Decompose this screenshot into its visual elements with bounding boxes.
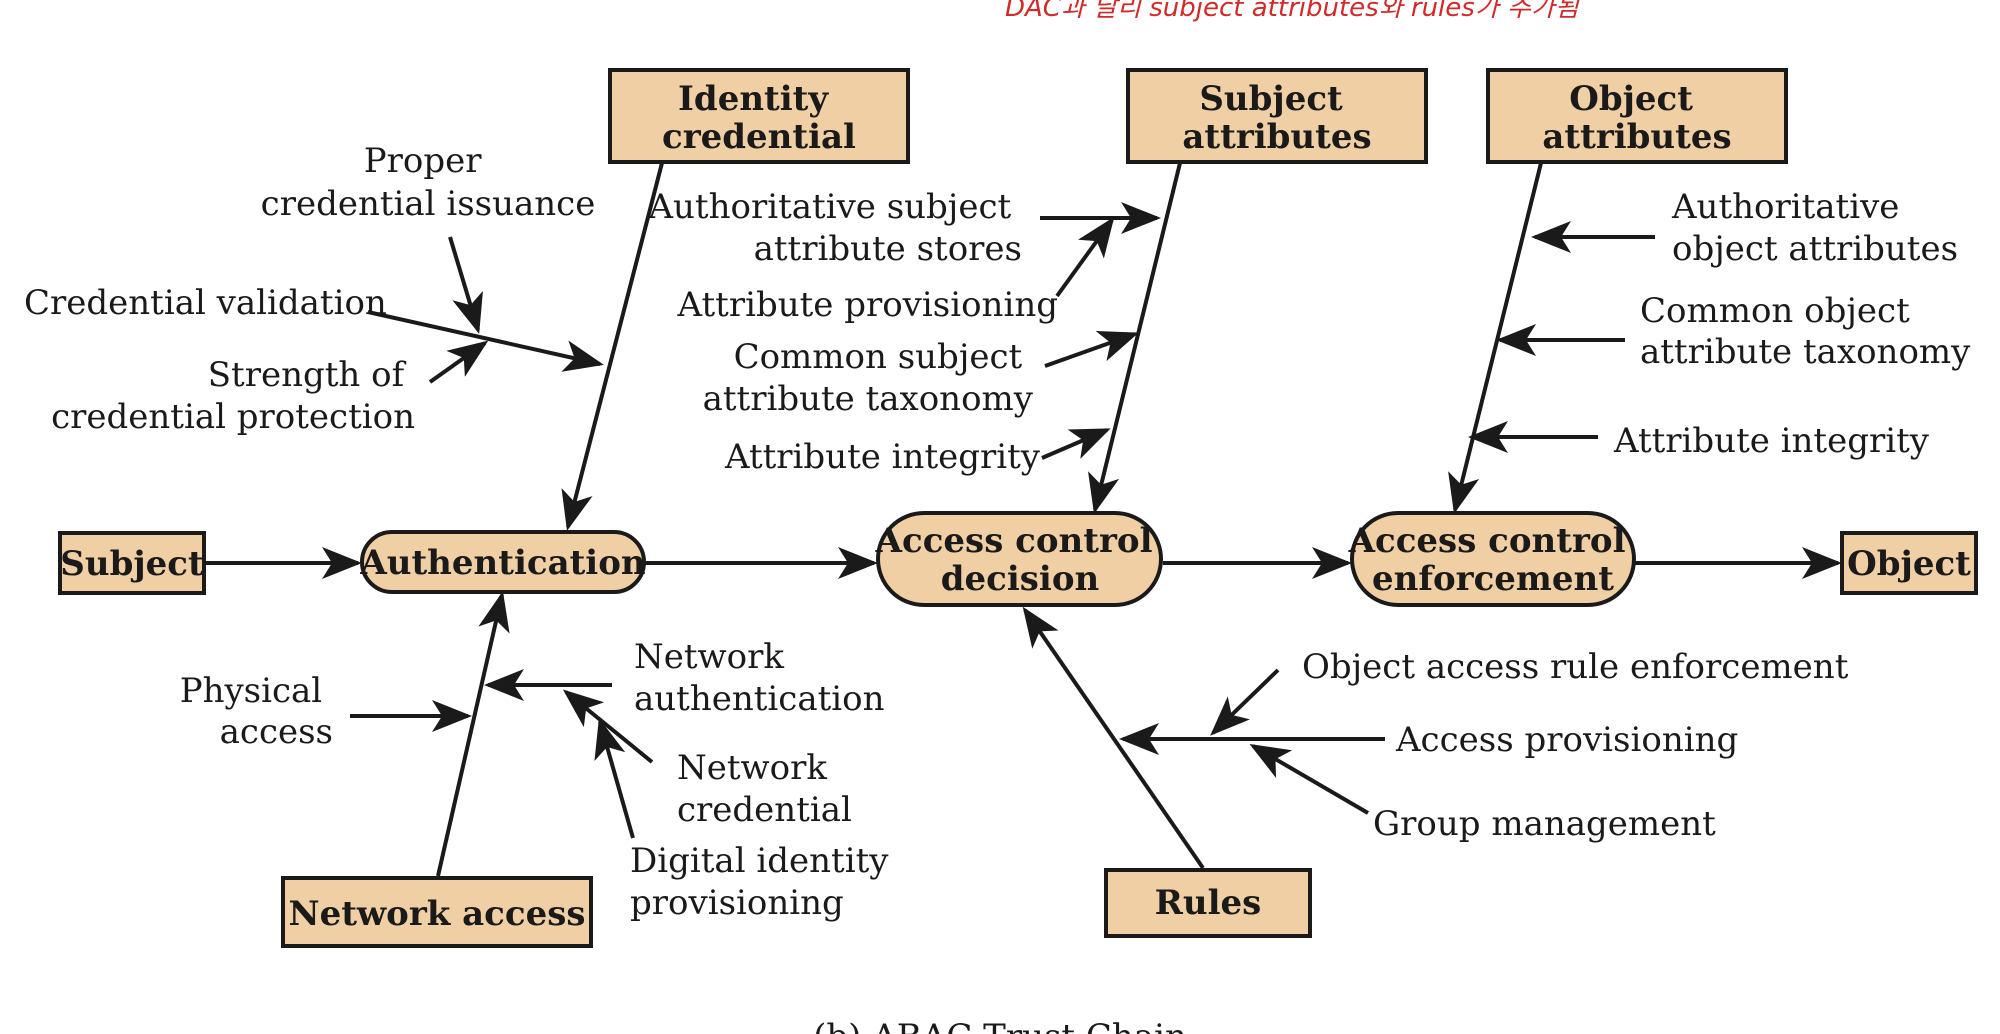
- network-credential-label: Network credential: [677, 748, 852, 830]
- rules-box: [1104, 868, 1312, 938]
- subject-attributes-label: Subject attributes: [1182, 79, 1371, 157]
- subject-attributes-spine: [1088, 162, 1182, 514]
- network-access-label: Network access: [288, 894, 585, 934]
- common-subject-attribute-taxonomy-label: Common subject attribute taxonomy: [703, 337, 1034, 419]
- subject-attribute-integrity-label: Attribute integrity: [724, 437, 1041, 477]
- network-access-box: [281, 876, 593, 948]
- strength-of-credential-protection-label: Strength of credential protection: [51, 355, 415, 437]
- object-attributes-box: [1486, 68, 1788, 164]
- identity-credential-spine: [561, 162, 664, 531]
- access-control-enforcement-node: [1350, 511, 1636, 607]
- network-authentication-label: Network authentication: [634, 637, 885, 719]
- attribute-provisioning-arrow: [1055, 216, 1115, 298]
- identity-credential-label: Identity credential: [662, 79, 856, 157]
- digital-identity-provisioning-arrow: [594, 718, 635, 839]
- proper-issuance-arrow: [448, 236, 483, 334]
- strength-protection-arrow: [428, 340, 489, 384]
- digital-identity-provisioning-label: Digital identity provisioning: [630, 841, 899, 923]
- identity-credential-box: [608, 68, 910, 164]
- object-access-rule-enforcement-label: Object access rule enforcement: [1302, 647, 1849, 687]
- object-access-rule-enforcement-arrow: [1210, 668, 1280, 736]
- group-management-label: Group management: [1373, 804, 1716, 844]
- access-control-decision-label: Access control decision: [875, 521, 1165, 599]
- object-attributes-label: Object attributes: [1542, 79, 1731, 157]
- authentication-node: [360, 530, 646, 594]
- proper-credential-issuance-label: Proper credential issuance: [261, 141, 596, 224]
- attribute-provisioning-label: Attribute provisioning: [677, 285, 1058, 325]
- access-control-decision-node: [876, 511, 1163, 607]
- authentication-label: Authentication: [359, 543, 645, 583]
- common-subject-taxonomy-arrow: [1044, 330, 1139, 368]
- handwritten-annotation: DAC과 달리 subject attributes와 rules가 추가됨: [1005, 0, 1581, 23]
- object-box: [1840, 531, 1978, 595]
- access-control-enforcement-label: Access control enforcement: [1348, 521, 1638, 599]
- subject-box: [58, 531, 206, 595]
- credential-validation-arrow: [367, 310, 604, 372]
- figure-caption: (b) ABAC Trust Chain: [813, 1017, 1187, 1034]
- group-management-arrow: [1249, 743, 1370, 815]
- authoritative-subject-attribute-stores-label: Authoritative subject attribute stores: [647, 187, 1022, 269]
- common-object-attribute-taxonomy-label: Common object attribute taxonomy: [1640, 291, 1971, 372]
- object-label: Object: [1847, 544, 1971, 584]
- access-provisioning-label: Access provisioning: [1395, 720, 1738, 760]
- subject-attribute-integrity-arrow: [1041, 428, 1111, 460]
- object-attributes-spine: [1448, 162, 1543, 514]
- subject-label: Subject: [60, 544, 204, 584]
- rules-label: Rules: [1155, 883, 1262, 923]
- network-access-spine: [436, 591, 510, 877]
- rules-spine: [1022, 606, 1205, 870]
- object-attribute-integrity-label: Attribute integrity: [1613, 421, 1930, 461]
- physical-access-label: Physical access: [180, 671, 333, 752]
- authoritative-object-attributes-label: Authoritative object attributes: [1671, 187, 1958, 269]
- subject-attributes-box: [1126, 68, 1428, 164]
- credential-validation-label: Credential validation: [24, 283, 387, 323]
